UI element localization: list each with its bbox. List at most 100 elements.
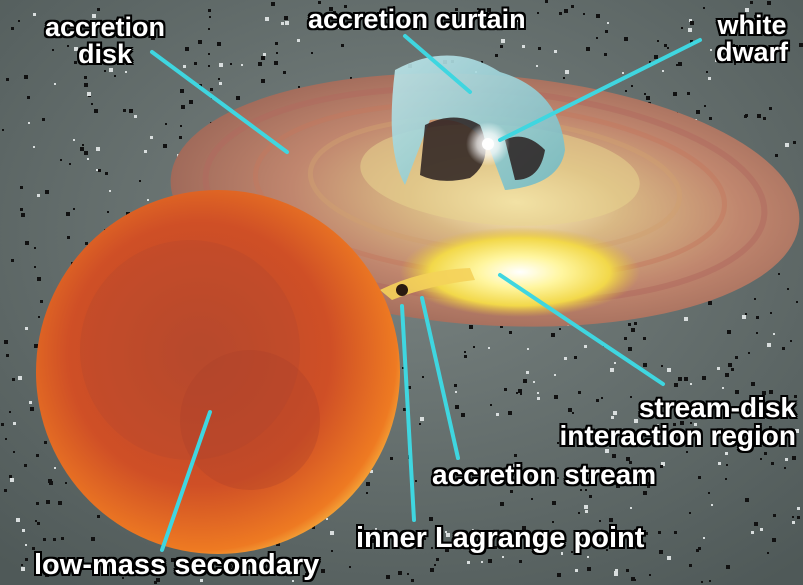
speckle [97, 8, 100, 11]
speckle [297, 39, 300, 42]
speckle [564, 357, 567, 360]
speckle [150, 136, 153, 139]
speckle [35, 520, 37, 522]
speckle [16, 518, 20, 522]
speckle [614, 572, 618, 576]
speckle [123, 109, 126, 112]
speckle [626, 569, 629, 572]
speckle [321, 569, 325, 573]
speckle [583, 13, 585, 15]
speckle [717, 367, 720, 370]
speckle [21, 567, 25, 571]
speckle [54, 83, 56, 85]
speckle [551, 333, 555, 337]
speckle [22, 529, 25, 532]
speckle [596, 14, 600, 18]
speckle [782, 347, 785, 350]
speckle [643, 491, 647, 495]
speckle [596, 37, 598, 39]
speckle [91, 537, 95, 541]
speckle [701, 581, 703, 583]
speckle [198, 40, 202, 44]
speckle [718, 462, 721, 465]
speckle [790, 340, 792, 342]
speckle [708, 77, 711, 80]
speckle [709, 580, 711, 582]
speckle [578, 512, 580, 514]
speckle [763, 117, 766, 120]
speckle [584, 345, 587, 348]
speckle [523, 379, 527, 383]
speckle [526, 371, 529, 374]
speckle [605, 30, 608, 33]
speckle [604, 53, 607, 56]
speckle [520, 393, 522, 395]
speckle [80, 147, 84, 151]
speckle [20, 186, 23, 189]
speckle [419, 423, 421, 425]
speckle [330, 531, 334, 535]
speckle [751, 382, 755, 386]
speckle [84, 83, 88, 87]
speckle [114, 75, 116, 77]
speckle [58, 501, 62, 505]
speckle [689, 512, 691, 514]
speckle [628, 347, 632, 351]
speckle [674, 531, 677, 534]
label-low-mass-secondary: low-mass secondary [34, 551, 319, 580]
speckle [643, 363, 647, 367]
speckle [105, 172, 108, 175]
label-inner-lagrange-point: inner Lagrange point [356, 524, 644, 553]
speckle [194, 62, 197, 65]
speckle [49, 481, 53, 485]
speckle [87, 92, 91, 96]
speckle [37, 522, 40, 525]
speckle [773, 333, 775, 335]
speckle [91, 103, 93, 105]
speckle [644, 93, 646, 95]
speckle [674, 383, 678, 387]
speckle [85, 242, 88, 245]
speckle [455, 405, 459, 409]
speckle [5, 438, 7, 440]
speckle [496, 413, 499, 416]
speckle [634, 322, 637, 325]
speckle [709, 117, 712, 120]
speckle [275, 42, 278, 45]
speckle [500, 45, 503, 48]
speckle [73, 139, 75, 141]
speckle [284, 16, 288, 20]
speckle [34, 266, 36, 268]
speckle [622, 72, 624, 74]
speckle [690, 21, 694, 25]
speckle [298, 86, 300, 88]
speckle [210, 88, 213, 91]
speckle [461, 413, 465, 417]
speckle [797, 516, 800, 519]
speckle [261, 79, 265, 83]
speckle [785, 143, 789, 147]
speckle [36, 502, 39, 505]
speckle [236, 96, 240, 100]
speckle [554, 50, 557, 53]
speckle [772, 538, 776, 542]
speckle [6, 78, 9, 81]
speckle [725, 478, 727, 480]
speckle [784, 467, 786, 469]
speckle [586, 47, 590, 51]
speckle [45, 190, 49, 194]
speckle [180, 125, 182, 127]
speckle [775, 154, 778, 157]
speckle [725, 373, 729, 377]
speckle [649, 574, 651, 576]
speckle [500, 502, 504, 506]
speckle [434, 564, 436, 566]
speckle [531, 498, 533, 500]
speckle [53, 538, 56, 541]
speckle [9, 411, 11, 413]
speckle [557, 573, 561, 577]
speckle [464, 355, 467, 358]
speckle [326, 518, 328, 520]
speckle [678, 377, 682, 381]
